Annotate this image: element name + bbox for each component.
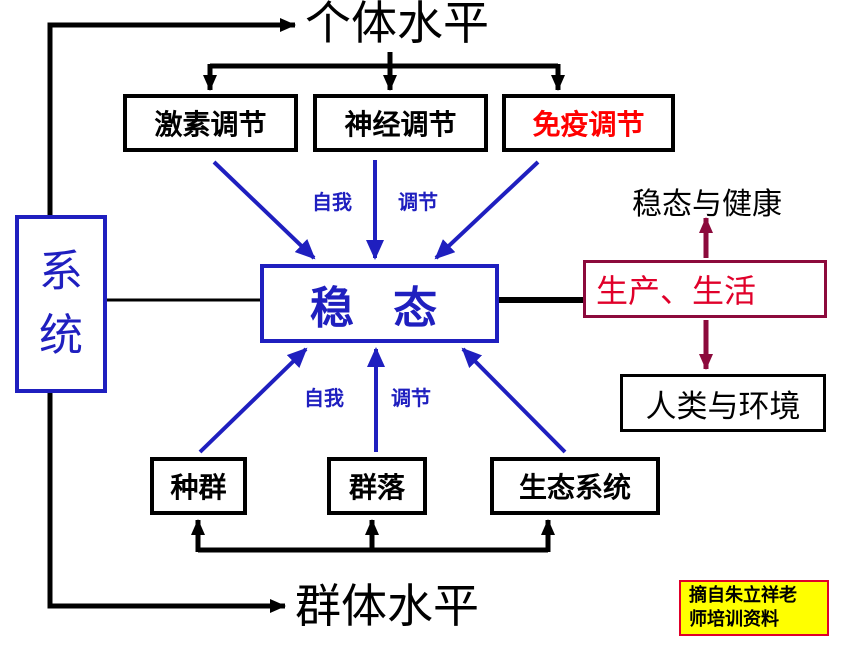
self-label-bottom: 自我 xyxy=(304,386,344,410)
regulation-label-bottom: 调节 xyxy=(391,386,431,410)
system-char-1: 系 xyxy=(39,246,83,298)
population-level-label: 群体水平 xyxy=(295,579,479,633)
self-label-top: 自我 xyxy=(312,190,352,214)
source-note-line-1: 摘自朱立祥老 xyxy=(689,584,797,606)
regulation-label-top: 调节 xyxy=(398,190,438,214)
system-box: 系 统 xyxy=(15,215,107,393)
arrow-ecosystem-to-homeostasis xyxy=(461,347,567,454)
ecosystem-box: 生态系统 xyxy=(490,457,660,515)
source-note-line-2: 师培训资料 xyxy=(689,609,779,630)
arrow-immune-to-homeostasis xyxy=(434,160,540,260)
health-label: 稳态与健康 xyxy=(632,187,782,222)
community-box: 群落 xyxy=(327,457,427,515)
system-char-2: 统 xyxy=(39,310,83,361)
system-to-population-line xyxy=(47,393,286,613)
immune-regulation-box: 免疫调节 xyxy=(502,94,675,152)
arrow-hormone-to-homeostasis xyxy=(212,160,316,260)
system-to-individual-line xyxy=(47,18,296,215)
production-life-box: 生产、生活 xyxy=(583,260,827,318)
species-population-box: 种群 xyxy=(150,457,247,515)
arrow-species-to-homeostasis xyxy=(198,347,308,454)
hormone-regulation-box: 激素调节 xyxy=(123,94,298,152)
nerve-regulation-box: 神经调节 xyxy=(313,94,488,152)
individual-level-label: 个体水平 xyxy=(305,0,489,50)
source-note: 摘自朱立祥老 师培训资料 xyxy=(679,580,829,636)
human-environment-box: 人类与环境 xyxy=(620,374,826,432)
homeostasis-box: 稳 态 xyxy=(260,264,499,343)
